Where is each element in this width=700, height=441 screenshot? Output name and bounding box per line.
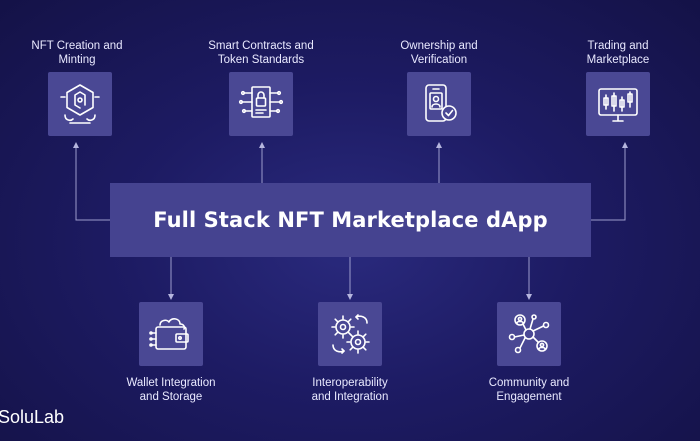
node-box-smart-contracts: [229, 72, 293, 136]
connector-nft-minting: [73, 142, 110, 221]
node-box-ownership: [407, 72, 471, 136]
connector-trading: [591, 142, 628, 221]
wallet-icon: [149, 318, 189, 350]
node-box-interoperability: [318, 302, 382, 366]
node-box-trading: [586, 72, 650, 136]
node-box-nft-minting: [48, 72, 112, 136]
center-title: Full Stack NFT Marketplace dApp: [153, 208, 548, 232]
node-box-wallet: [139, 302, 203, 366]
node-box-community: [497, 302, 561, 366]
gears-icon: [331, 314, 370, 354]
trading-chart-icon: [598, 88, 638, 122]
nft-minting-icon: [60, 84, 100, 124]
center-node: Full Stack NFT Marketplace dApp: [110, 183, 591, 257]
smart-contract-icon: [238, 86, 284, 118]
ownership-verification-icon: [425, 84, 457, 122]
community-network-icon: [508, 314, 550, 354]
brand-logo-text: SoluLab: [0, 407, 65, 427]
